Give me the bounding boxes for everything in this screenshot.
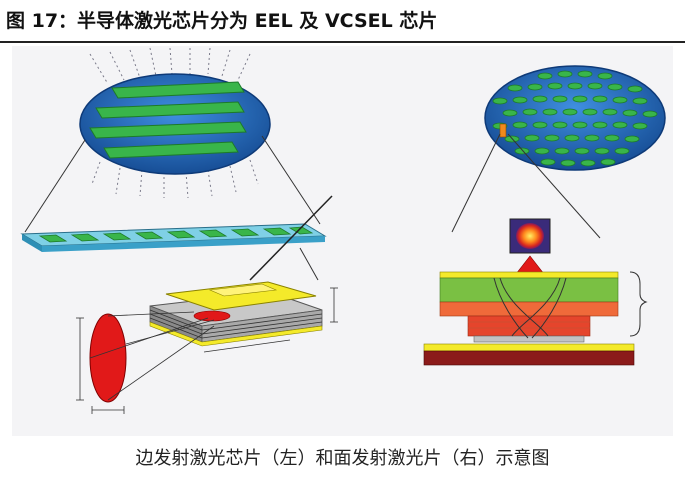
eel-active-region (193, 310, 231, 322)
vcsel-wafer (484, 65, 666, 171)
vcsel-beam-profile (509, 218, 551, 254)
title-divider (0, 41, 685, 43)
eel-pointer-line (249, 195, 333, 281)
eel-chip-strip (20, 223, 327, 252)
eel-zoom-lines (24, 135, 321, 233)
laser-chip-figure (12, 46, 673, 436)
eel-output-beam (76, 311, 215, 414)
figure-caption: 边发射激光芯片（左）和面发射激光片（右）示意图 (135, 448, 550, 469)
vcsel-laser-diagram-icon (423, 65, 666, 366)
vcsel-highlight-emitter (499, 123, 507, 138)
vcsel-emitter-array (492, 70, 658, 167)
page-title: 图 17：半导体激光芯片分为 EEL 及 VCSEL 芯片 (6, 10, 438, 32)
vcsel-structure (423, 271, 648, 366)
eel-laser-diagram-icon (20, 47, 338, 414)
eel-wafer-stripes (89, 81, 247, 159)
eel-chip-3d (149, 281, 338, 353)
dashed-projection-lines (89, 47, 259, 199)
vcsel-zoom-lines (451, 133, 601, 239)
